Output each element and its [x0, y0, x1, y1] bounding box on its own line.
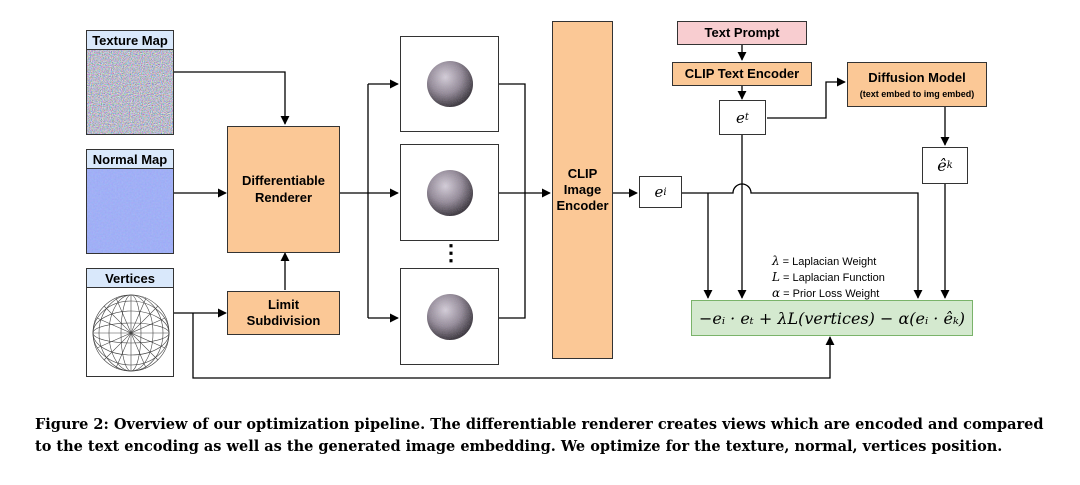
rendered-view-3 [400, 268, 499, 365]
symbol-legend: λ = Laplacian Weight L = Laplacian Funct… [772, 254, 885, 302]
normal-map-label: Normal Map [86, 149, 174, 169]
wireframe-sphere-graphic [92, 294, 170, 372]
differentiable-renderer-block: Differentiable Renderer [227, 126, 340, 253]
renderer-line-2: Renderer [254, 189, 313, 205]
diffusion-subtitle: (text embed to img embed) [859, 89, 975, 100]
clip-text-encoder-block: CLIP Text Encoder [672, 62, 812, 86]
texture-map-label: Texture Map [86, 30, 174, 50]
normal-map-image [86, 168, 174, 254]
vertices-label: Vertices [86, 268, 174, 288]
rendered-sphere-1 [426, 61, 473, 107]
legend-item-l: L = Laplacian Function [772, 270, 885, 284]
clip-image-line-2: Image [563, 181, 602, 197]
figure-caption: Figure 2: Overview of our optimization p… [35, 416, 1044, 455]
views-ellipsis: ⋮ [440, 240, 462, 265]
subdivision-line-1: Limit [267, 296, 300, 312]
loss-function-block: −eᵢ · eₜ + λL(vertices) − α(eᵢ · êₖ) [691, 300, 973, 336]
ei-subscript: i [663, 186, 667, 198]
rendered-sphere-3 [426, 293, 473, 340]
normal-map-graphic [87, 169, 173, 253]
ei-symbol: e [654, 183, 664, 201]
rendered-view-2 [400, 144, 499, 241]
clip-image-encoder-block: CLIP Image Encoder [552, 21, 613, 359]
text-prompt-block: Text Prompt [677, 21, 807, 45]
rendered-sphere-2 [426, 169, 473, 216]
texture-noise-graphic [87, 50, 173, 134]
rendered-view-1 [400, 36, 499, 132]
legend-item-lambda: λ = Laplacian Weight [772, 254, 877, 268]
ek-symbol: ê [937, 156, 947, 175]
et-symbol: e [736, 108, 745, 127]
diffusion-title: Diffusion Model [868, 69, 966, 85]
vertices-image [86, 287, 174, 377]
subdivision-line-2: Subdivision [246, 313, 321, 328]
texture-map-image [86, 49, 174, 135]
diffusion-model-block: Diffusion Model (text embed to img embed… [847, 62, 987, 107]
legend-item-alpha: α = Prior Loss Weight [772, 286, 880, 300]
clip-image-line-3: Encoder [556, 198, 609, 214]
ek-subscript: k [946, 160, 953, 171]
limit-subdivision-block: Limit Subdivision [227, 291, 340, 335]
et-subscript: t [744, 112, 749, 123]
clip-image-line-1: CLIP [567, 165, 598, 181]
renderer-line-1: Differentiable [241, 173, 326, 189]
